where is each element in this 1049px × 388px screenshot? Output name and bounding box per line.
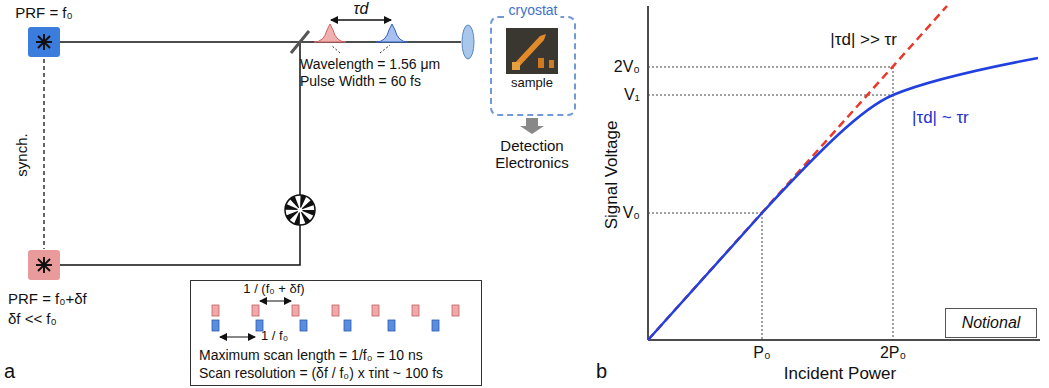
synch-line bbox=[43, 59, 45, 249]
label: P₀ bbox=[753, 344, 770, 362]
chopper-wheel bbox=[285, 195, 315, 225]
inset-box: 1 / (f₀ + δf) 1 / f₀ Maximum scan length =… bbox=[190, 280, 482, 386]
label: 2V₀ bbox=[614, 58, 640, 76]
label: V₁ bbox=[624, 86, 640, 104]
node-text: sample bbox=[511, 76, 553, 91]
period-arrow bbox=[220, 337, 255, 338]
pulse-train-pink bbox=[212, 305, 459, 316]
label: τd bbox=[354, 0, 369, 18]
label: |τd| ~ τr bbox=[912, 108, 969, 128]
node-text: Maximum scan length = 1/f₀ = 10 ns bbox=[199, 347, 423, 363]
label: δf << f₀ bbox=[8, 310, 57, 327]
node-text: cryostat bbox=[505, 2, 560, 18]
node-text: 1 / (f₀ + δf) bbox=[243, 282, 304, 297]
sample-region: sample bbox=[504, 26, 564, 98]
beam-path bbox=[60, 42, 461, 265]
delay-arrow bbox=[331, 19, 391, 20]
pulses bbox=[314, 24, 408, 42]
laser-blue bbox=[28, 27, 60, 57]
label: synch. bbox=[13, 133, 30, 176]
leader-line bbox=[331, 45, 390, 53]
note-box: Notional bbox=[945, 308, 1037, 338]
node-text: Scan resolution = (δf / f₀) x τint ~ 100… bbox=[199, 365, 443, 381]
label: a bbox=[4, 360, 15, 383]
cryostat-box: cryostatsample bbox=[490, 16, 576, 116]
label: PRF = f₀ bbox=[15, 4, 73, 21]
chart-axes bbox=[648, 6, 1040, 340]
label: Detection Electronics bbox=[482, 137, 582, 172]
period-arrow bbox=[260, 301, 291, 302]
lens bbox=[462, 25, 474, 59]
laser-pink bbox=[28, 250, 60, 280]
label: Incident Power bbox=[784, 364, 896, 384]
label: 2P₀ bbox=[880, 344, 906, 362]
node-text: 1 / f₀ bbox=[261, 329, 288, 344]
pulse-train-blue bbox=[212, 320, 439, 331]
label: V₀ bbox=[623, 204, 640, 222]
beam-splitter bbox=[291, 31, 309, 53]
label: PRF = f₀+δf bbox=[8, 290, 87, 307]
label: |τd| >> τr bbox=[830, 30, 897, 50]
label: Wavelength = 1.56 μm bbox=[300, 56, 440, 72]
node-text: Notional bbox=[962, 314, 1021, 332]
saturation-curve bbox=[648, 58, 1038, 340]
label: Pulse Width = 60 fs bbox=[300, 73, 421, 89]
output-arrow bbox=[520, 118, 544, 134]
sample-image bbox=[506, 28, 558, 74]
label: b bbox=[596, 360, 607, 383]
label: Signal Voltage bbox=[602, 121, 622, 230]
